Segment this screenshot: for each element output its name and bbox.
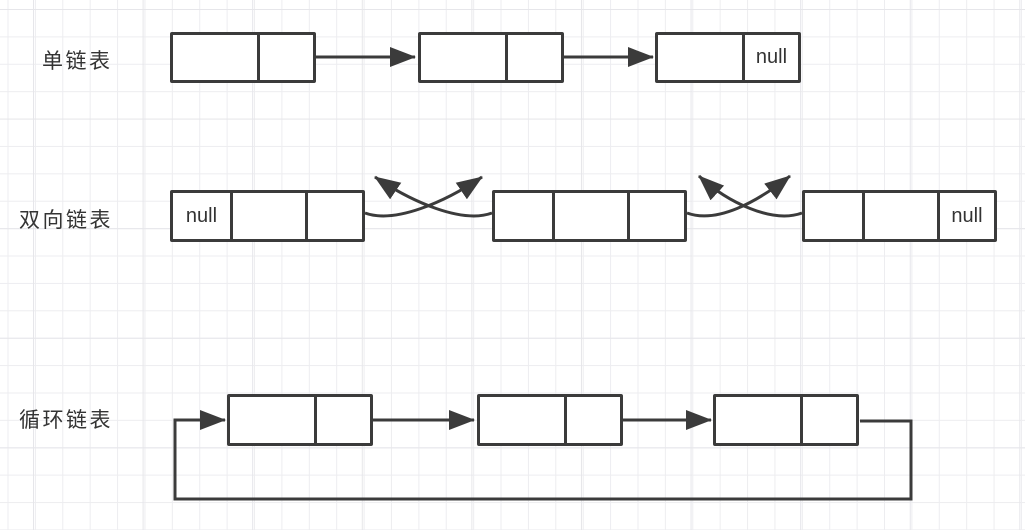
prev-pointer-cell [495, 193, 552, 239]
data-cell [230, 193, 305, 239]
data-cell [658, 35, 742, 80]
data-cell [552, 193, 627, 239]
prev-null-cell: null [185, 204, 218, 227]
doubly-arrow-next-1-2 [364, 175, 483, 218]
doubly-node-2 [492, 190, 687, 242]
circular-node-1 [227, 394, 373, 446]
pointer-cell [505, 35, 561, 80]
data-cell [230, 397, 314, 443]
next-null-cell: null [937, 193, 994, 239]
data-cell [862, 193, 937, 239]
doubly-arrow-prev-3-2 [697, 174, 803, 218]
doubly-node-1: null [170, 190, 365, 242]
label-doubly-linked-list: 双向链表 [19, 209, 113, 232]
singly-node-1 [170, 32, 316, 83]
circular-node-3 [713, 394, 859, 446]
doubly-node-3: null [802, 190, 997, 242]
pointer-cell [314, 397, 370, 443]
prev-pointer-cell [805, 193, 862, 239]
pointer-cell [800, 397, 856, 443]
doubly-arrow-next-2-3 [686, 174, 791, 218]
doubly-arrow-prev-2-1 [374, 175, 493, 218]
data-cell [421, 35, 505, 80]
next-pointer-cell [305, 193, 362, 239]
singly-node-2 [418, 32, 564, 83]
label-circular-linked-list: 循环链表 [19, 409, 113, 432]
data-cell [480, 397, 564, 443]
singly-node-3: null [655, 32, 801, 83]
next-pointer-cell [627, 193, 684, 239]
data-cell [173, 35, 257, 80]
label-singly-linked-list: 单链表 [42, 50, 113, 73]
pointer-cell [564, 397, 620, 443]
data-cell [716, 397, 800, 443]
circular-node-2 [477, 394, 623, 446]
null-pointer-cell: null [742, 35, 798, 80]
pointer-cell [257, 35, 313, 80]
